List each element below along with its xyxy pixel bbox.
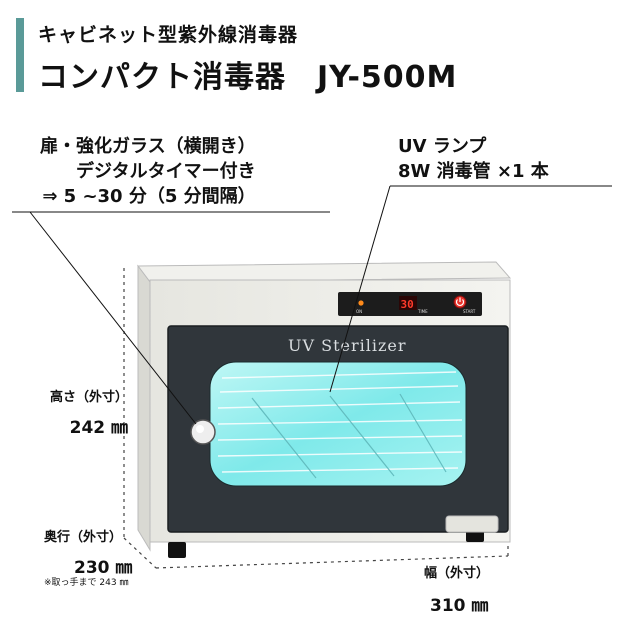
power-symbol-icon [455,299,465,306]
callout-door-glass: 扉・強化ガラス（横開き） [40,136,256,157]
depth-dimension: 奥行（外寸） 230 ㎜ [44,526,132,578]
depth-guide [123,537,157,569]
depth-label: 奥行（外寸） [44,530,123,545]
callout-digital-timer: デジタルタイマー付き [76,161,256,182]
height-value: 242 ㎜ [69,418,129,438]
right-callout-leader [329,185,391,393]
power-indicator-icon [358,300,364,306]
width-guide [155,555,509,569]
door-timer-callout: 扉・強化ガラス（横開き） デジタルタイマー付き ⇒ 5 ~30 分（5 分間隔） [40,134,256,209]
panel-time-label: TIME [417,309,428,314]
interior-shelves [217,371,463,473]
height-dimension: 高さ（外寸） 242 ㎜ [50,386,128,438]
cabinet-top [137,261,512,283]
left-callout-leader [29,211,197,425]
door-handle[interactable] [190,419,216,445]
shelf-frame [251,393,447,479]
timer-display-window [399,296,417,310]
panel-on-label: ON [356,309,362,314]
header-subtitle: キャビネット型紫外線消毒器 [38,24,299,46]
cabinet-side [137,264,151,552]
cabinet-foot-left [168,542,186,558]
header-title: コンパクト消毒器 JY-500M [38,60,458,95]
callout-uv-lamp: UV ランプ [398,136,487,157]
uv-lamp-callout: UV ランプ 8W 消毒管 ×1 本 [398,134,549,184]
width-label: 幅（外寸） [424,566,490,581]
depth-note: ※取っ手まで 243 ㎜ [44,578,129,588]
width-dimension: 幅（外寸） 310 ㎜ [424,562,489,616]
callout-lines [12,185,612,425]
timer-display: 30 [401,298,414,311]
width-value: 310 ㎜ [430,596,489,616]
cabinet-foot-right [466,530,484,542]
panel-start-label: START [463,309,476,314]
depth-value: 230 ㎜ [74,558,133,578]
height-label: 高さ（外寸） [50,390,129,405]
header-accent-bar [16,18,24,92]
door-label: UV Sterilizer [288,336,407,355]
callout-lamp-spec: 8W 消毒管 ×1 本 [398,161,549,182]
callout-timer-range: ⇒ 5 ~30 分（5 分間隔） [42,186,256,207]
